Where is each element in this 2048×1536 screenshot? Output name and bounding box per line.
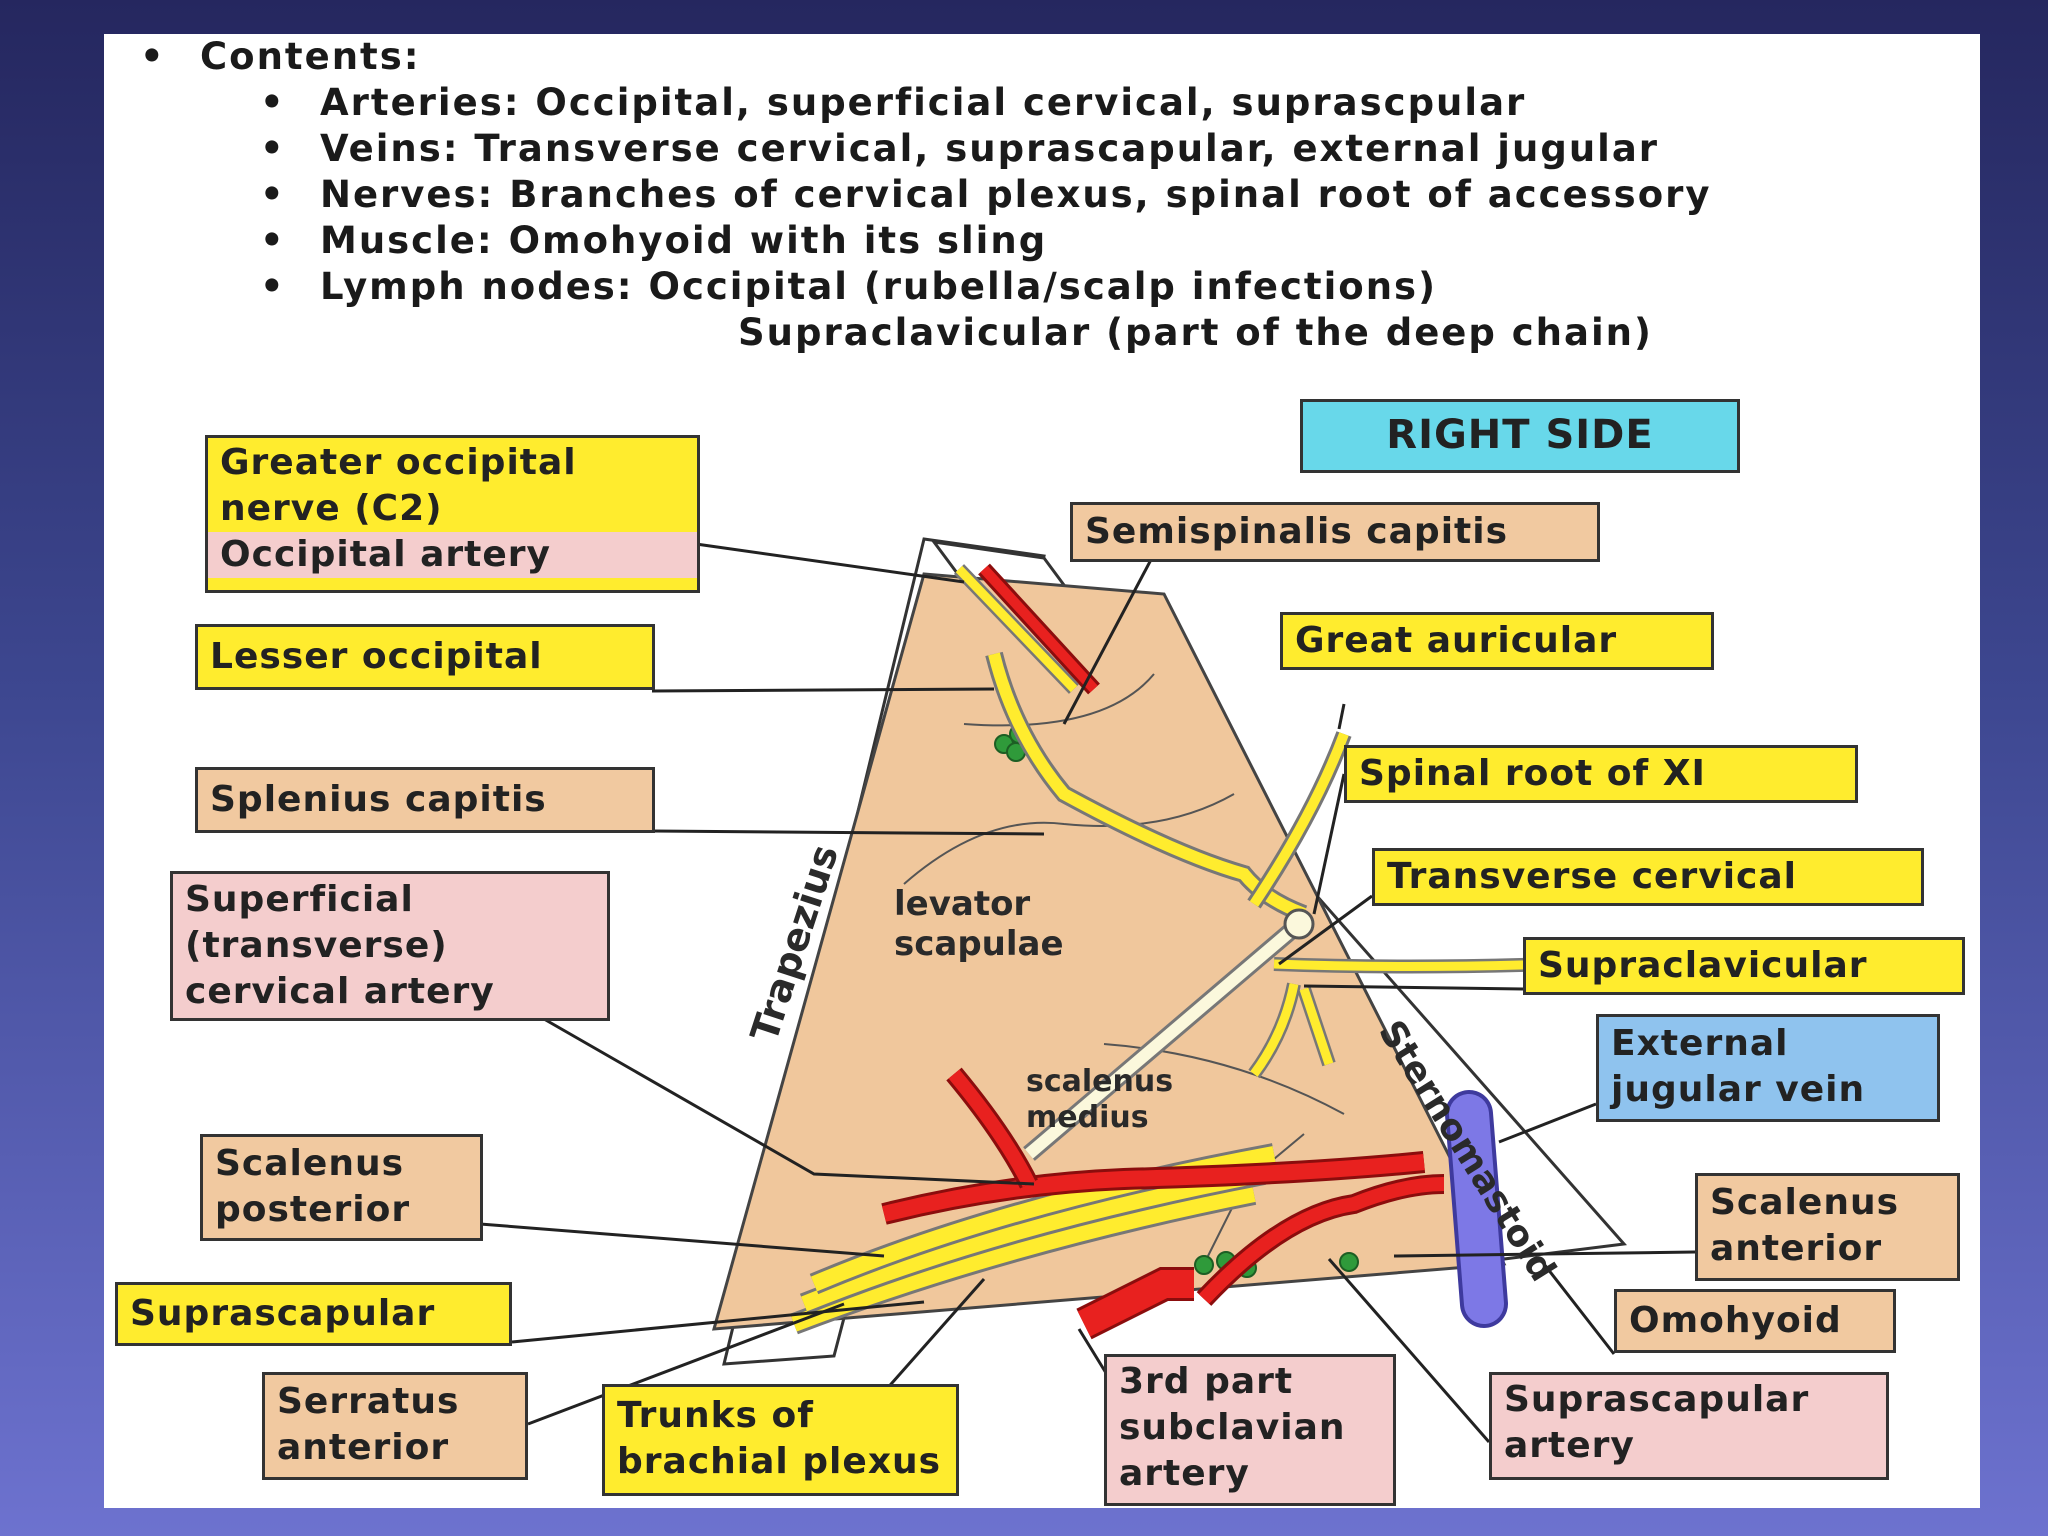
label-line: Scalenus — [215, 1143, 405, 1184]
label-line: anterior — [1710, 1228, 1883, 1269]
label-subclavian-artery: 3rd part subclavian artery — [1104, 1354, 1396, 1506]
label-brachial-plexus-trunks: Trunks of brachial plexus — [602, 1384, 959, 1496]
brachial-plexus-trunk — [801, 1166, 1266, 1312]
label-serratus-anterior: Serratus anterior — [262, 1372, 528, 1480]
label-line: scalenus — [1026, 1064, 1174, 1099]
label-line: posterior — [215, 1189, 411, 1230]
label-line: anterior — [277, 1427, 450, 1468]
list-item: • Nerves: Branches of cervical plexus, sp… — [140, 172, 1980, 218]
occipital-artery-vessel — [980, 565, 1098, 693]
supraclavicular-nerve — [1299, 987, 1334, 1066]
subclavian-artery — [1077, 1270, 1194, 1337]
label-scalenus-anterior: Scalenus anterior — [1695, 1173, 1960, 1281]
label-line: nerve (C2) — [220, 488, 443, 529]
label-transverse-cervical: Transverse cervical — [1372, 848, 1924, 906]
superficial-cervical-artery-vessel — [948, 1069, 1036, 1188]
slide: •Contents: •Arteries: Occipital, superfi… — [104, 34, 1980, 1508]
label-line: brachial plexus — [617, 1441, 942, 1482]
label-suprascapular-nerve: Suprascapular — [115, 1282, 512, 1346]
supraclavicular-nerve — [1250, 983, 1299, 1077]
label-semispinalis-capitis: Semispinalis capitis — [1070, 502, 1600, 562]
label-line: External — [1611, 1023, 1789, 1064]
bullet: • — [260, 265, 286, 308]
list-item-text: Veins: Transverse cervical, suprascapula… — [320, 127, 1660, 170]
list-item-text: Muscle: Omohyoid with its sling — [320, 219, 1048, 262]
levator-scapulae-label: levator scapulae — [894, 884, 1064, 964]
great-auricular-nerve — [1249, 732, 1349, 907]
bullet: • — [260, 81, 286, 124]
label-line: artery — [1119, 1453, 1250, 1494]
lymph-node — [1194, 1255, 1214, 1275]
label-line: scapulae — [894, 924, 1064, 964]
list-item-text: Nerves: Branches of cervical plexus, spi… — [320, 173, 1712, 216]
muscle-boundary — [903, 793, 1235, 885]
lymph-node — [1339, 1252, 1359, 1272]
bullet: • — [260, 127, 286, 170]
label-superficial-cervical-artery: Superficial (transverse) cervical artery — [170, 871, 610, 1021]
transverse-cervical-artery — [882, 1154, 1425, 1222]
contents-list: •Contents: •Arteries: Occipital, superfi… — [140, 34, 1980, 356]
list-item: • Arteries: Occipital, superficial cervic… — [140, 80, 1980, 126]
label-line: Superficial — [185, 879, 414, 920]
label-greater-occipital-nerve: Greater occipital nerve (C2) Occipital a… — [205, 435, 700, 593]
label-spinal-root-xi: Spinal root of XI — [1344, 745, 1858, 803]
posterior-triangle-diagram — [479, 537, 1696, 1443]
right-side-label: RIGHT SIDE — [1300, 399, 1740, 473]
external-jugular-vessel — [1449, 1094, 1504, 1324]
contents-heading: Contents: — [200, 35, 421, 78]
brachial-plexus-trunk — [791, 1186, 1256, 1332]
label-line: medius — [1026, 1100, 1149, 1135]
label-great-auricular: Great auricular — [1280, 612, 1714, 670]
list-item-text: Lymph nodes: Occipital (rubella/scalp in… — [320, 265, 1437, 308]
list-item-continuation: Supraclavicular (part of the deep chain) — [738, 311, 1653, 354]
label-lesser-occipital: Lesser occipital — [195, 624, 655, 690]
label-line: Scalenus — [1710, 1182, 1900, 1223]
muscle-boundary — [1103, 1043, 1345, 1115]
list-item: • Veins: Transverse cervical, suprascapul… — [140, 126, 1980, 172]
label-line: levator — [894, 884, 1031, 924]
label-omohyoid: Omohyoid — [1614, 1289, 1896, 1353]
list-item: • Muscle: Omohyoid with its sling — [140, 218, 1980, 264]
list-item-text: Arteries: Occipital, superficial cervica… — [320, 81, 1527, 124]
label-external-jugular-vein: External jugular vein — [1596, 1014, 1940, 1122]
bullet: • — [260, 219, 286, 262]
accessory-nerve — [1025, 919, 1303, 1159]
label-splenius-capitis: Splenius capitis — [195, 767, 655, 833]
label-line: jugular vein — [1611, 1069, 1866, 1110]
bullet: • — [140, 35, 166, 78]
label-occipital-artery: Occipital artery — [208, 532, 697, 578]
label-line: cervical artery — [185, 971, 495, 1012]
contents-heading-row: • Contents: — [140, 34, 1980, 80]
label-line: Greater occipital — [220, 442, 577, 483]
greater-occipital-nerve-vessel — [955, 565, 1078, 693]
label-line: Trunks of — [617, 1395, 814, 1436]
transverse-cervical-nerve — [1273, 959, 1555, 971]
label-suprascapular-artery: Suprascapular artery — [1489, 1372, 1889, 1480]
muscle-boundary — [963, 673, 1155, 727]
label-line: subclavian — [1119, 1407, 1346, 1448]
label-line: 3rd part — [1119, 1361, 1294, 1402]
label-scalenus-posterior: Scalenus posterior — [200, 1134, 483, 1241]
bullet: • — [260, 173, 286, 216]
label-line: artery — [1504, 1425, 1635, 1466]
scalenus-medius-label: scalenus medius — [1026, 1064, 1173, 1136]
label-line: Serratus — [277, 1381, 460, 1422]
nerve-loop — [1283, 908, 1315, 940]
suprascapular-artery-vessel — [1198, 1177, 1445, 1304]
label-line: (transverse) — [185, 925, 448, 966]
label-supraclavicular: Supraclavicular — [1523, 937, 1965, 995]
list-item: • Lymph nodes: Occipital (rubella/scalp i… — [140, 264, 1980, 310]
label-line: Suprascapular — [1504, 1379, 1810, 1420]
